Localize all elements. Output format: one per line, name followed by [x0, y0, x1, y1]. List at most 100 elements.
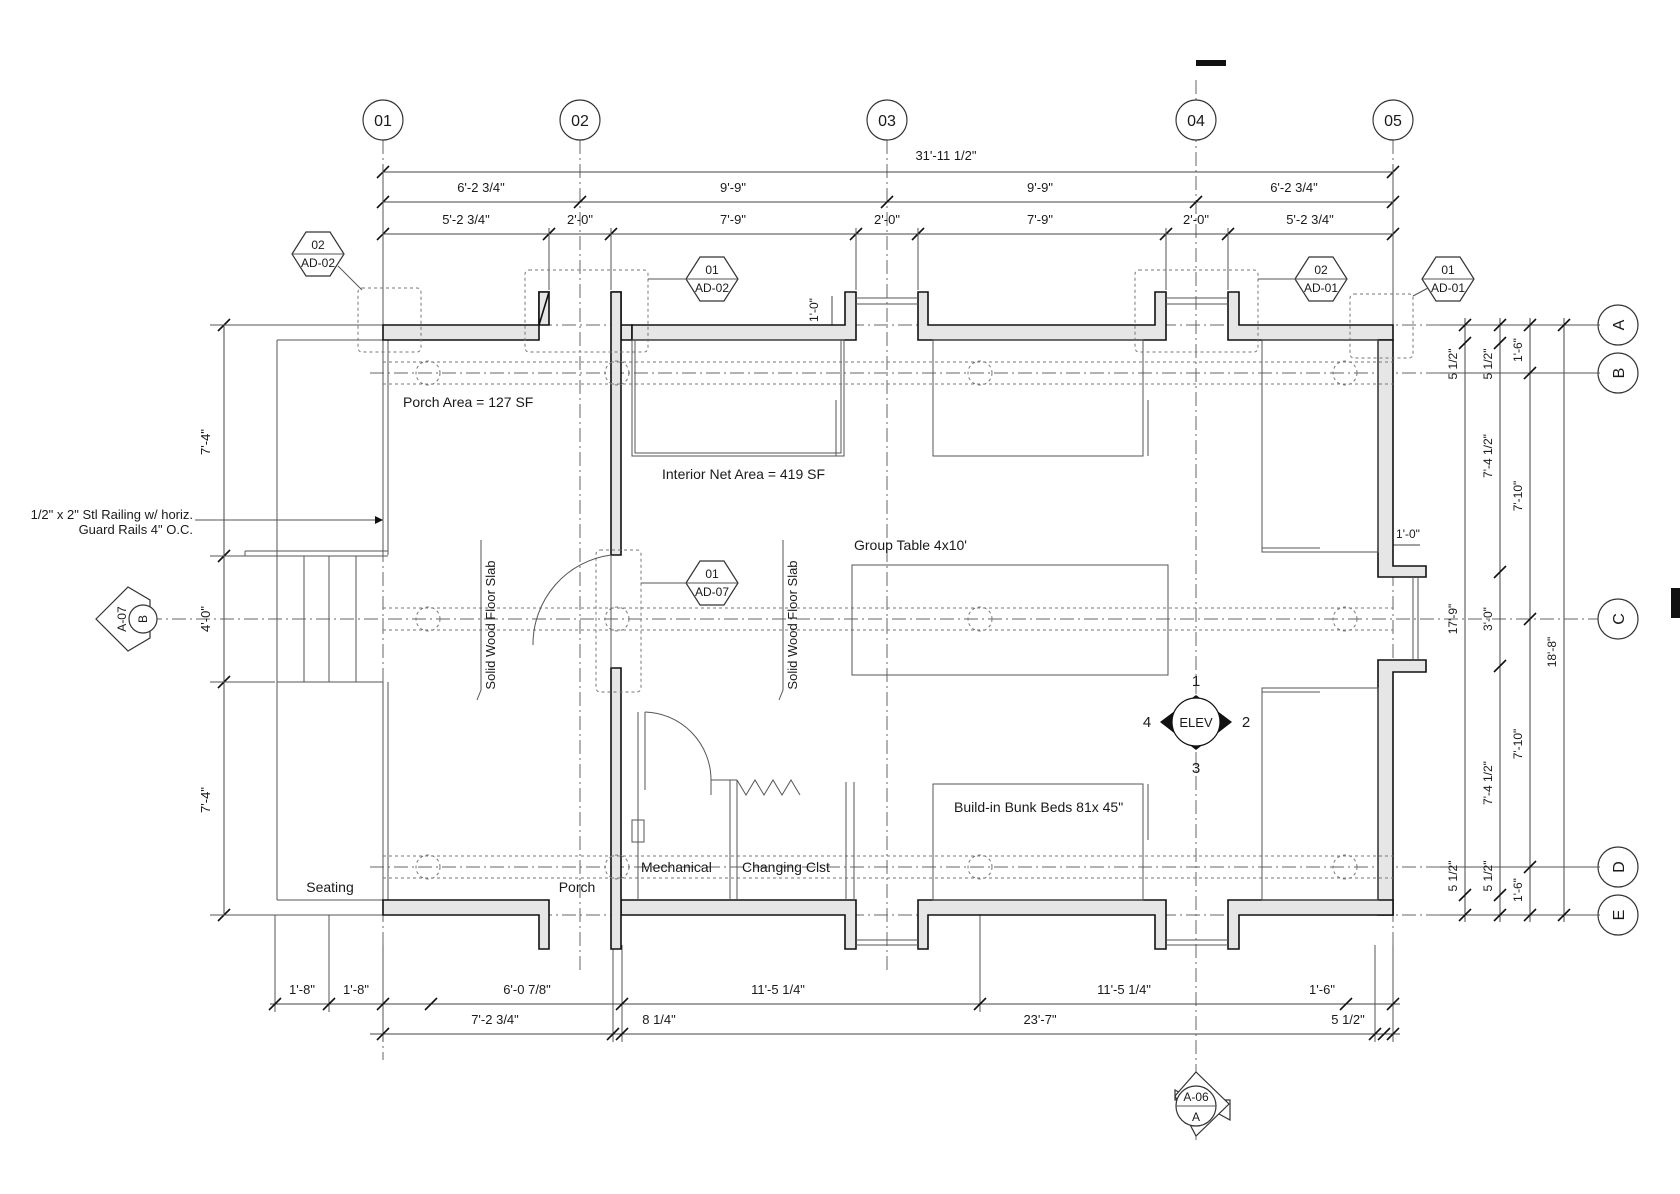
dim-left-1: 7'-4" — [198, 429, 213, 455]
building-walls — [382, 291, 1427, 950]
grid-row-label: A — [1611, 319, 1628, 330]
changing-closet-label: Changing Clst — [742, 859, 830, 875]
grid-row-label: D — [1611, 861, 1628, 873]
dim-bottom-row2-1: 7'-2 3/4" — [471, 1012, 519, 1027]
grid-row-label: B — [1611, 368, 1628, 379]
grid-row-bubble-e: E — [1597, 894, 1639, 936]
dim-right-col2-5: 5 1/2" — [1481, 861, 1495, 892]
dim-top-row2-3: 9'-9" — [1027, 180, 1053, 195]
elevation-label: ELEV — [1179, 715, 1213, 730]
grid-row-label: E — [1611, 910, 1628, 921]
grid-column-label: 02 — [571, 113, 589, 130]
left-dimensions — [210, 318, 383, 922]
floor-slab-arrow-left — [476, 540, 482, 701]
dim-right-col4-1: 18'-8" — [1545, 637, 1559, 668]
group-table-label: Group Table 4x10' — [854, 537, 967, 553]
floor-slab-arrow-right — [778, 540, 784, 701]
dim-right-col2-3: 3'-0" — [1481, 607, 1495, 631]
dim-top-row2-4: 6'-2 3/4" — [1270, 180, 1318, 195]
dim-right-col1-1: 5 1/2" — [1446, 349, 1460, 380]
svg-text:AD-01: AD-01 — [1431, 281, 1465, 295]
windows — [856, 297, 1419, 946]
dim-top-row3-7: 5'-2 3/4" — [1286, 212, 1334, 227]
porch-area-label: Porch Area = 127 SF — [403, 394, 533, 410]
dim-bottom-row1-3: 6'-0 7/8" — [503, 982, 551, 997]
grid-row-bubble-a: A — [1597, 304, 1639, 346]
grid-row-bubble-c: C — [1597, 598, 1639, 640]
svg-text:AD-07: AD-07 — [695, 585, 729, 599]
detail-callout-boxes — [357, 269, 1414, 693]
detail-tag-01-ad-07: 01 AD-07 — [641, 560, 739, 606]
top-dimensions — [376, 165, 1400, 330]
svg-text:01: 01 — [705, 263, 719, 277]
dim-right-col2-4: 7'-4 1/2" — [1481, 761, 1495, 805]
porch-deck — [195, 339, 389, 901]
dim-top-row3-1: 5'-2 3/4" — [442, 212, 490, 227]
dim-top-row3-4: 2'-0" — [874, 212, 900, 227]
dim-bottom-row1-2: 1'-8" — [343, 982, 369, 997]
grid-column-bubble-04: 04 — [1175, 99, 1217, 141]
seating-label: Seating — [306, 879, 353, 895]
grid-row-label: C — [1611, 613, 1628, 625]
dim-top-row3-3: 7'-9" — [720, 212, 746, 227]
grid-row-bubble-d: D — [1597, 846, 1639, 888]
dim-right-col3-2: 7'-10" — [1511, 481, 1525, 512]
dim-right-col1-3: 5 1/2" — [1446, 861, 1460, 892]
grid-column-label: 04 — [1187, 113, 1205, 130]
dim-top-row2-1: 6'-2 3/4" — [457, 180, 505, 195]
section-marker-a06-a: A-06 A — [1174, 1071, 1231, 1137]
elevation-num-3: 3 — [1192, 760, 1200, 777]
dim-right-col1-2: 17'-9" — [1446, 604, 1460, 635]
dim-bottom-row1-4: 11'-5 1/4" — [751, 982, 805, 997]
detail-tag-02-ad-02: 02 AD-02 — [291, 231, 363, 291]
dim-bottom-row2-4: 5 1/2" — [1331, 1012, 1365, 1027]
svg-text:02: 02 — [311, 238, 325, 252]
grid-column-label: 03 — [878, 113, 896, 130]
dim-top-row3-2: 2'-0" — [567, 212, 593, 227]
mechanical-label: Mechanical — [641, 859, 712, 875]
railing-note-line-2: Guard Rails 4" O.C. — [79, 522, 193, 537]
dim-bottom-row1-1: 1'-8" — [289, 982, 315, 997]
dim-top-small: 1'-0" — [807, 298, 821, 322]
grid-column-label: 05 — [1384, 113, 1402, 130]
elevation-num-4: 4 — [1143, 714, 1151, 731]
svg-text:AD-01: AD-01 — [1304, 281, 1338, 295]
grid-column-label: 01 — [374, 113, 392, 130]
grid-row-bubble-b: B — [1597, 352, 1639, 394]
svg-text:AD-02: AD-02 — [301, 256, 335, 270]
dim-right-col2-2: 7'-4 1/2" — [1481, 434, 1495, 478]
section-cut-mark-top — [1196, 60, 1226, 66]
floor-slab-label-right: Solid Wood Floor Slab — [785, 560, 800, 689]
porch-label: Porch — [559, 879, 596, 895]
grid-column-bubble-02: 02 — [559, 99, 601, 141]
dim-bottom-row2-3: 23'-7" — [1023, 1012, 1057, 1027]
right-dimensions — [1440, 318, 1600, 922]
svg-text:A-06: A-06 — [1183, 1090, 1209, 1104]
svg-text:02: 02 — [1314, 263, 1328, 277]
svg-text:AD-02: AD-02 — [695, 281, 729, 295]
interior-area-label: Interior Net Area = 419 SF — [662, 466, 825, 482]
grid-column-bubble-05: 05 — [1372, 99, 1414, 141]
dim-right-col3-1: 1'-6" — [1511, 338, 1525, 362]
dim-overall-width: 31'-11 1/2" — [915, 148, 976, 163]
dim-bottom-row2-2: 8 1/4" — [642, 1012, 676, 1027]
floor-slab-label-left: Solid Wood Floor Slab — [483, 560, 498, 689]
dim-bottom-row1-6: 1'-6" — [1309, 982, 1335, 997]
dim-right-window: 1'-0" — [1396, 527, 1420, 541]
railing-note-line-1: 1/2" x 2" Stl Railing w/ horiz. — [31, 507, 193, 522]
section-marker-a07-b: A-07 B — [95, 586, 158, 652]
dim-top-row3-6: 2'-0" — [1183, 212, 1209, 227]
svg-text:01: 01 — [1441, 263, 1455, 277]
dim-right-col3-4: 1'-6" — [1511, 878, 1525, 902]
interior-furniture — [532, 339, 1379, 901]
dim-top-row3-5: 7'-9" — [1027, 212, 1053, 227]
bottom-dimensions — [268, 900, 1400, 1042]
bunk-beds-label: Build-in Bunk Beds 81x 45" — [954, 799, 1123, 815]
detail-tag-01-ad-01: 01 AD-01 — [1412, 256, 1475, 302]
svg-text:01: 01 — [705, 567, 719, 581]
elevation-num-2: 2 — [1242, 714, 1250, 731]
svg-text:A-07: A-07 — [115, 606, 129, 632]
svg-text:B: B — [136, 615, 150, 623]
svg-text:A: A — [1192, 1110, 1200, 1124]
